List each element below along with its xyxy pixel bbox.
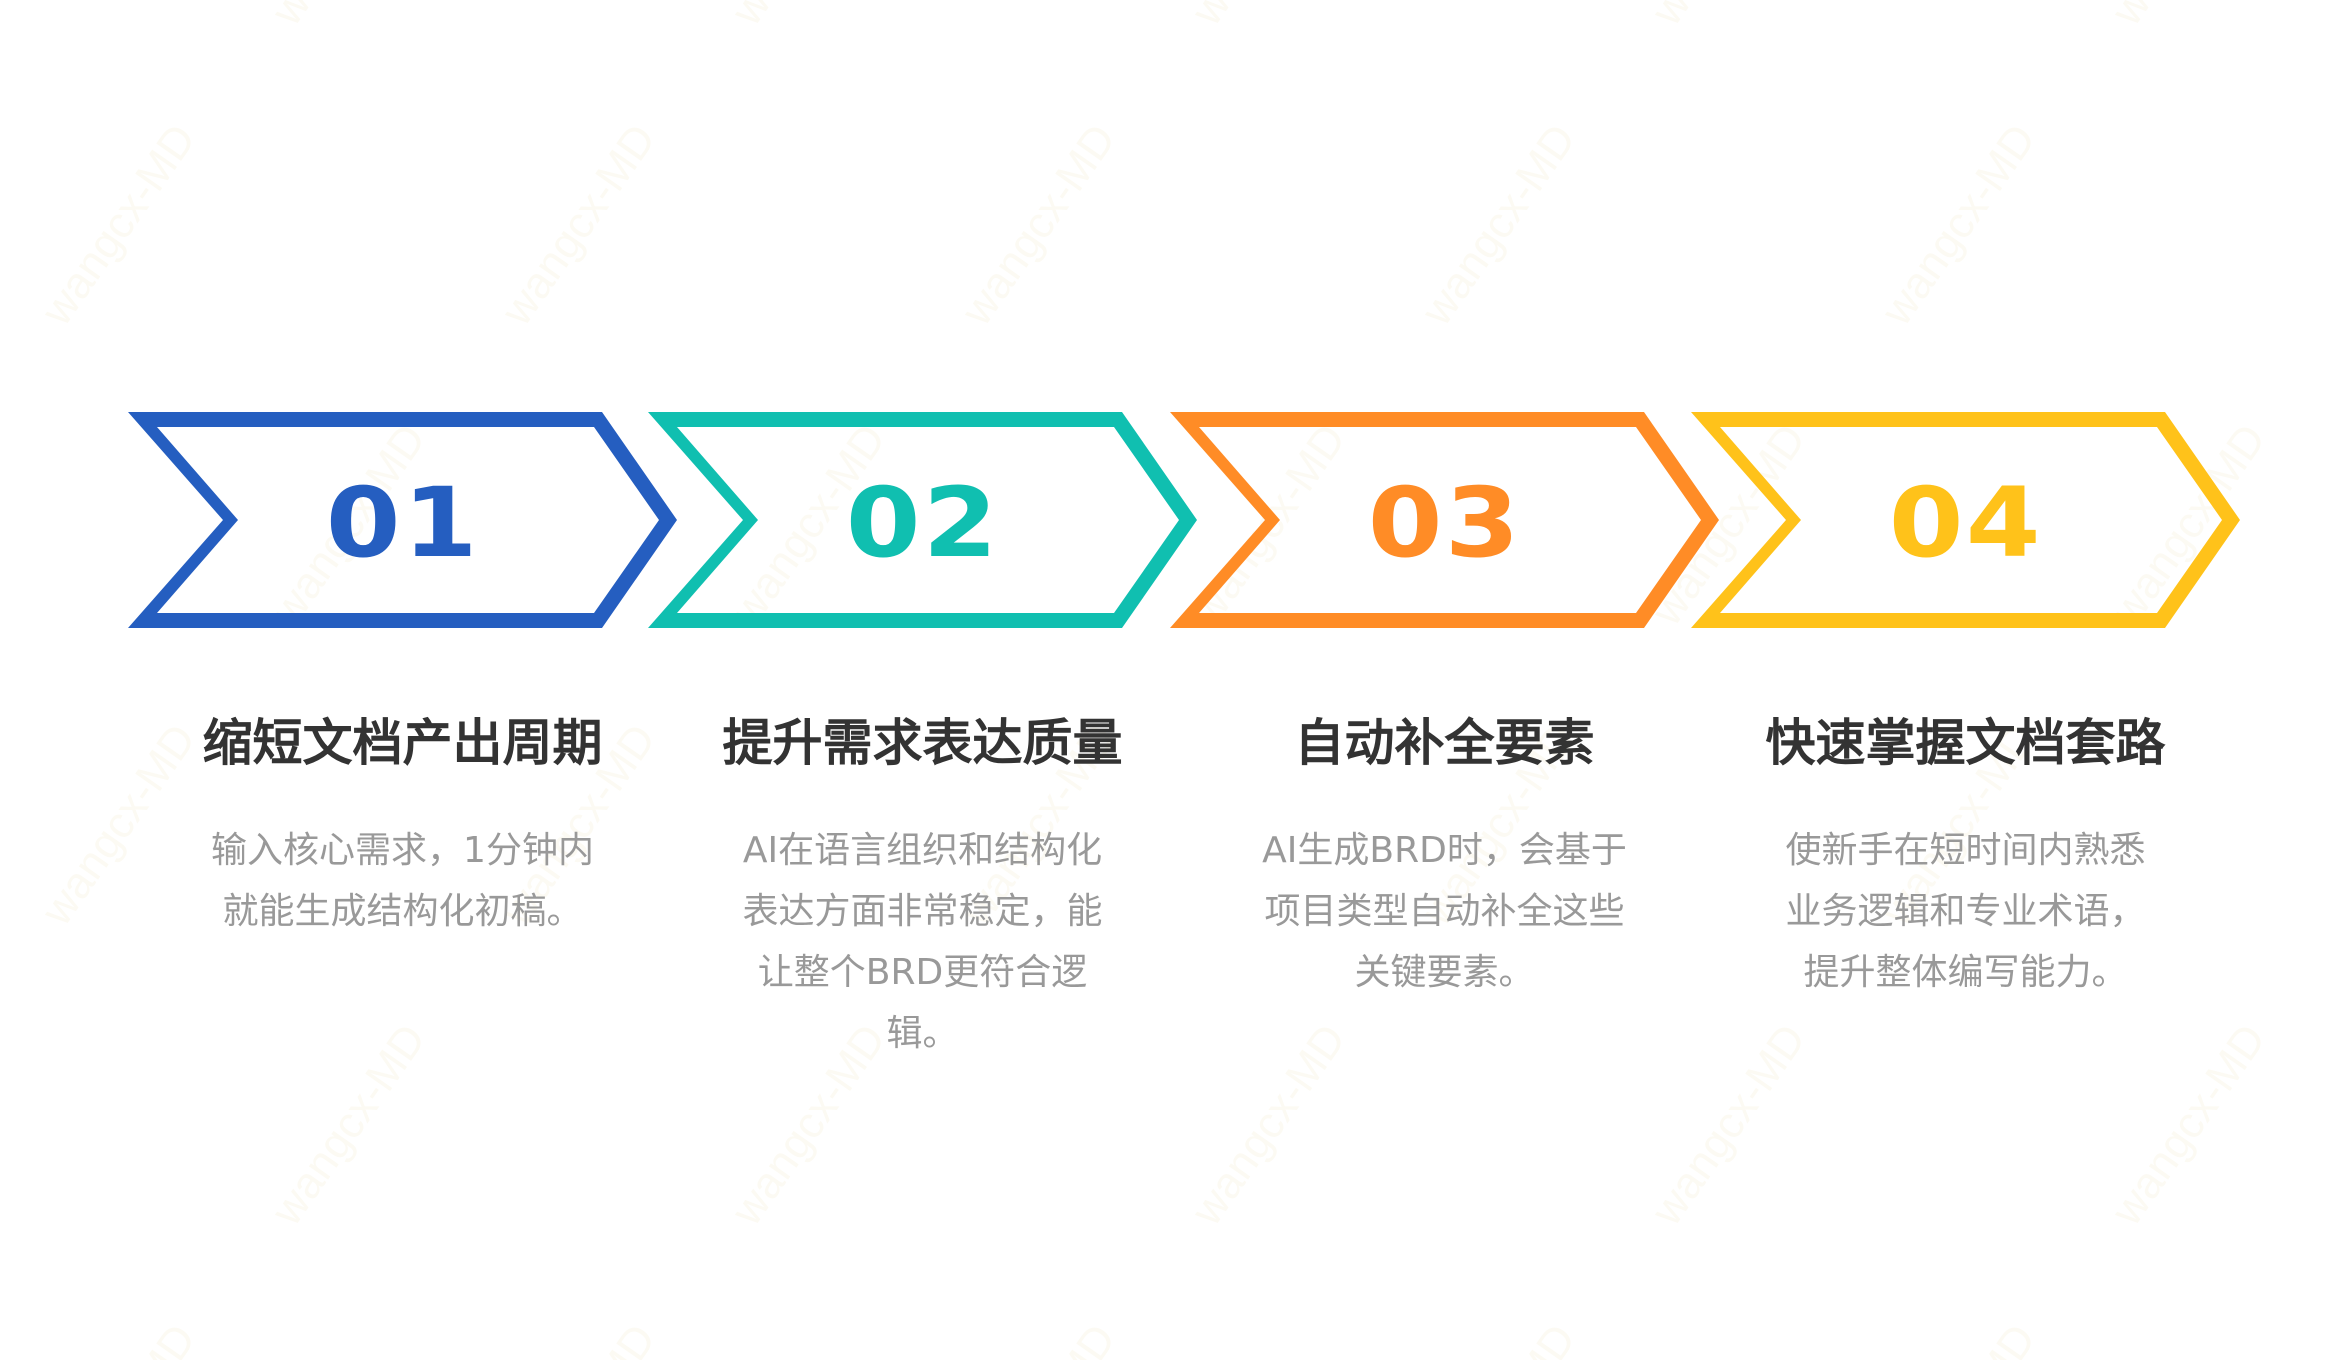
step-4: 04 快速掌握文档套路 使新手在短时间内熟悉业务逻辑和专业术语，提升整体编写能力… xyxy=(1691,0,2240,1360)
step-number-text: 01 xyxy=(325,467,480,579)
step-number: 03 xyxy=(1170,412,1719,628)
chevron-shape xyxy=(1170,412,1719,628)
watermark-text: wangcx-MD xyxy=(2332,115,2342,334)
step-title: 提升需求表达质量 xyxy=(722,714,1123,772)
watermark-text: wangcx-MD xyxy=(2332,1316,2342,1360)
step-1: 01 缩短文档产出周期 输入核心需求，1分钟内就能生成结构化初稿。 xyxy=(128,0,677,1360)
chevron-arrow-icon xyxy=(128,412,677,628)
step-title: 缩短文档产出周期 xyxy=(202,714,603,772)
chevron-arrow-icon xyxy=(1170,412,1719,628)
chevron-arrow-icon xyxy=(648,412,1197,628)
step-title: 快速掌握文档套路 xyxy=(1765,714,2166,772)
step-title: 自动补全要素 xyxy=(1294,714,1595,772)
step-3: 03 自动补全要素 AI生成BRD时，会基于项目类型自动补全这些关键要素。 xyxy=(1170,0,1719,1360)
step-number: 04 xyxy=(1691,412,2240,628)
step-number: 01 xyxy=(128,412,677,628)
step-2: 02 提升需求表达质量 AI在语言组织和结构化表达方面非常稳定，能让整个BRD更… xyxy=(648,0,1197,1360)
watermark-text: wangcx-MD xyxy=(2332,715,2342,934)
chevron-shape xyxy=(1691,412,2240,628)
step-number-text: 02 xyxy=(845,467,1000,579)
step-description: AI生成BRD时，会基于项目类型自动补全这些关键要素。 xyxy=(1262,830,1627,993)
chevron-shape xyxy=(648,412,1197,628)
chevron-shape xyxy=(128,412,677,628)
step-description: AI在语言组织和结构化表达方面非常稳定，能让整个BRD更符合逻辑。 xyxy=(742,830,1103,1054)
step-number-text: 04 xyxy=(1888,467,2043,579)
step-description: 使新手在短时间内熟悉业务逻辑和专业术语，提升整体编写能力。 xyxy=(1785,830,2146,993)
step-number: 02 xyxy=(648,412,1197,628)
chevron-arrow-icon xyxy=(1691,412,2240,628)
step-description: 输入核心需求，1分钟内就能生成结构化初稿。 xyxy=(211,830,594,932)
step-number-text: 03 xyxy=(1367,467,1522,579)
